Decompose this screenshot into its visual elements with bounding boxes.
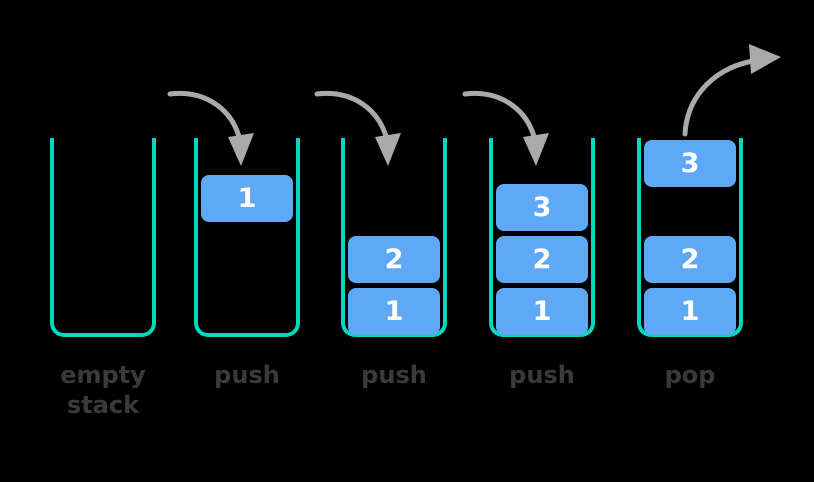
stack-item-value: 1: [384, 296, 404, 327]
stack-container: [341, 138, 447, 337]
stack-item: 2: [496, 236, 588, 283]
stack-item: 1: [348, 288, 440, 335]
stack-item: 2: [644, 236, 736, 283]
stack-item-value: 1: [237, 183, 257, 214]
stack-container: [194, 138, 300, 337]
stack-item: 2: [348, 236, 440, 283]
stack-item: 3: [496, 184, 588, 231]
stack-container: [50, 138, 156, 337]
stack-item: 3: [644, 140, 736, 187]
stack-item-value: 2: [680, 244, 700, 275]
column-caption-push-1: push: [214, 361, 280, 389]
column-caption-empty-stack: empty stack: [60, 361, 146, 419]
stack-column-push-2: 2 1 push: [314, 0, 469, 482]
pop-arrow-icon: [682, 44, 781, 137]
stack-container: [637, 138, 743, 337]
stack-container: [489, 138, 595, 337]
stack-item-value: 3: [680, 148, 700, 179]
stack-item: 1: [201, 175, 293, 222]
stack-item-value: 2: [384, 244, 404, 275]
stack-column-push-3: 3 2 1 push: [462, 0, 617, 482]
stack-column-empty-stack: empty stack: [28, 0, 178, 482]
column-caption-push-2: push: [361, 361, 427, 389]
stack-item-value: 1: [532, 296, 552, 327]
stack-column-push-1: 1 push: [167, 0, 322, 482]
stack-item-value: 1: [680, 296, 700, 327]
column-caption-push-3: push: [509, 361, 575, 389]
stack-item-value: 2: [532, 244, 552, 275]
stack-column-pop: 3 2 1 pop: [615, 0, 781, 482]
stack-item: 1: [496, 288, 588, 335]
stack-item-value: 3: [532, 192, 552, 223]
column-caption-pop: pop: [664, 361, 716, 389]
stack-item: 1: [644, 288, 736, 335]
